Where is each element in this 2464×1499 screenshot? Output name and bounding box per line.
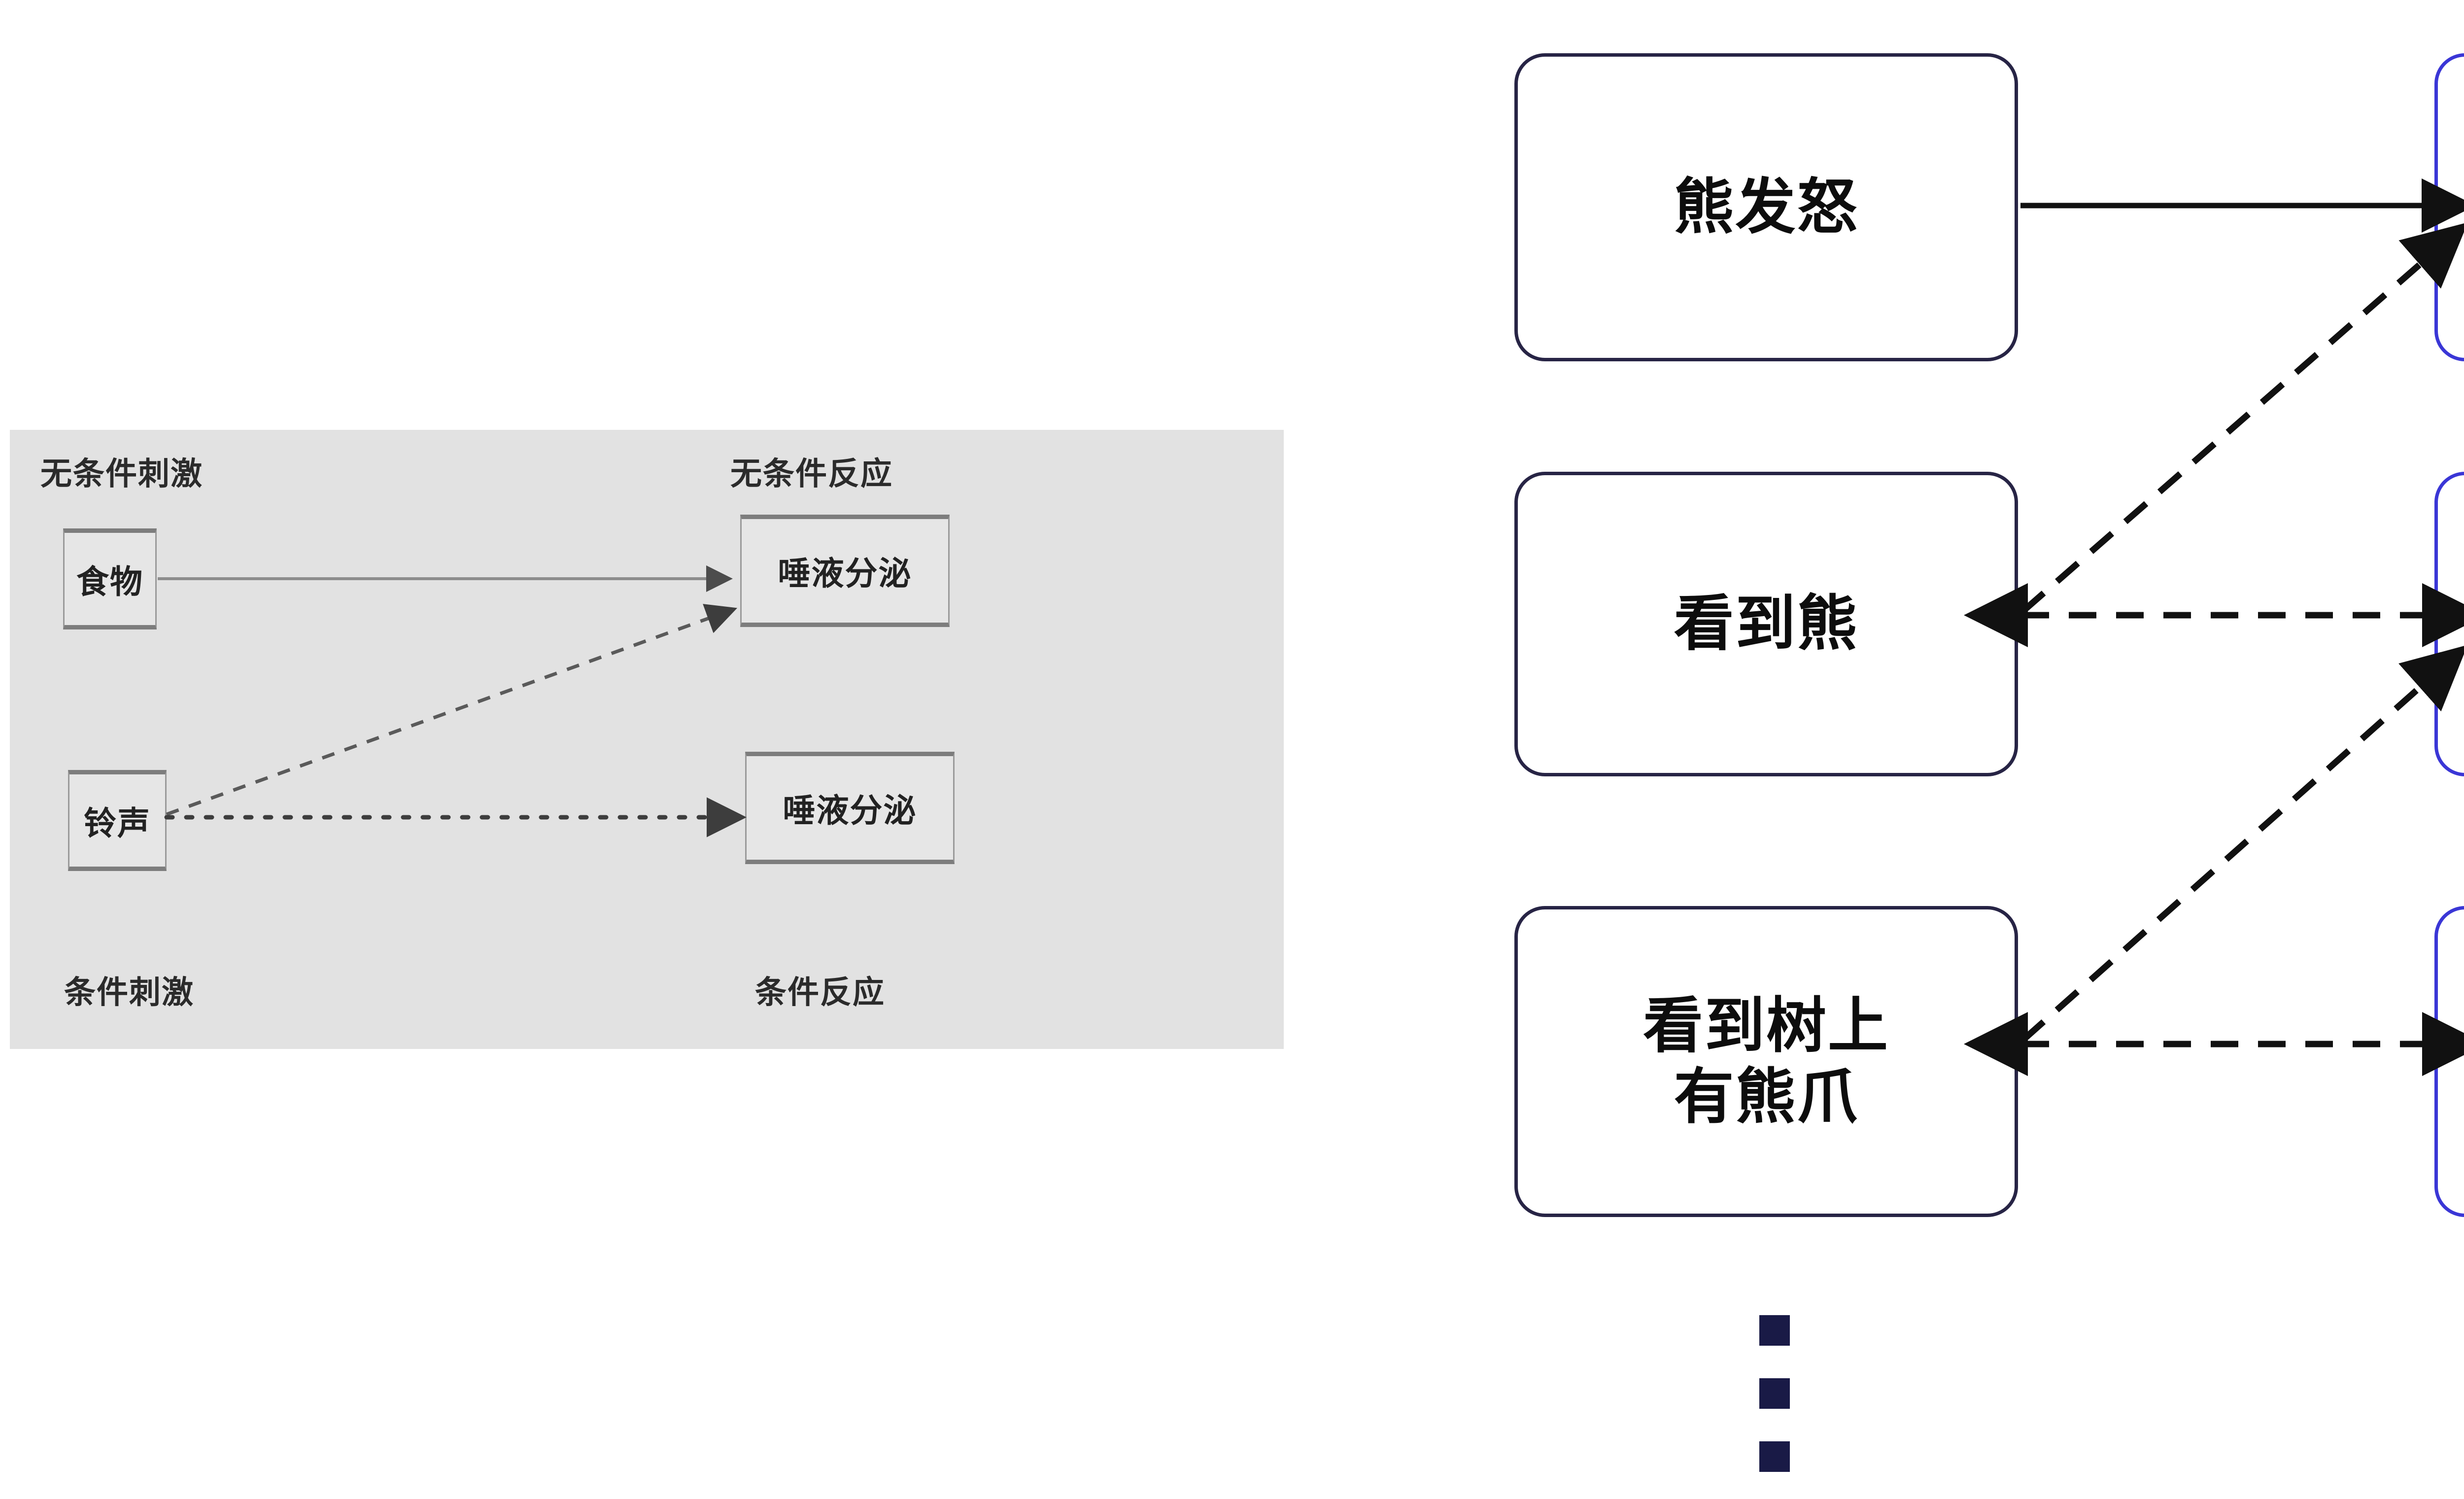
- cc-box-food-label: 食物: [76, 562, 143, 601]
- ellipsis-left-dot-1: [1759, 1315, 1790, 1346]
- classical-conditioning-panel: 无条件刺激 无条件反应 条件刺激 条件反应 食物 铃声 唾液分泌 唾液分泌: [10, 430, 1284, 1049]
- node-see-claw-label: 看到树上 有熊爪: [1643, 991, 1889, 1133]
- caption-unconditioned-stimulus: 无条件刺激: [40, 456, 203, 492]
- caption-conditioned-response: 条件反应: [755, 975, 885, 1011]
- node-see-bear[interactable]: 看到熊: [1514, 472, 2018, 776]
- cc-box-food: 食物: [63, 528, 157, 629]
- cc-box-bell: 铃声: [68, 770, 167, 871]
- cc-box-bell-label: 铃声: [84, 804, 151, 842]
- edge-see-bear-to-reward: [2020, 222, 2464, 614]
- caption-conditioned-stimulus: 条件刺激: [64, 975, 194, 1011]
- cc-box-salivation-bottom: 唾液分泌: [745, 752, 955, 864]
- ellipsis-left-column: [1759, 1315, 1790, 1499]
- node-see-claw[interactable]: 看到树上 有熊爪: [1514, 906, 2018, 1217]
- node-see-bear-label: 看到熊: [1674, 589, 1859, 659]
- node-bear-angry[interactable]: 熊发怒: [1514, 53, 2018, 361]
- caption-unconditioned-response: 无条件反应: [730, 456, 893, 492]
- edge-see-claw-to-value-s-prime: [2020, 645, 2464, 1043]
- ellipsis-left-dot-2: [1759, 1378, 1790, 1409]
- cc-box-salivation-top-label: 唾液分泌: [778, 555, 912, 593]
- cc-box-salivation-bottom-label: 唾液分泌: [783, 792, 917, 830]
- cc-arrows: [158, 565, 747, 837]
- cc-box-salivation-top: 唾液分泌: [740, 515, 950, 627]
- node-see-claw-line1: 看到树上: [1643, 990, 1889, 1061]
- cc-arrow-bell-to-salivation-top: [166, 604, 738, 816]
- node-bear-angry-label: 熊发怒: [1674, 172, 1859, 242]
- node-see-claw-line2: 有熊爪: [1674, 1061, 1859, 1132]
- ellipsis-left-dot-3: [1759, 1441, 1790, 1472]
